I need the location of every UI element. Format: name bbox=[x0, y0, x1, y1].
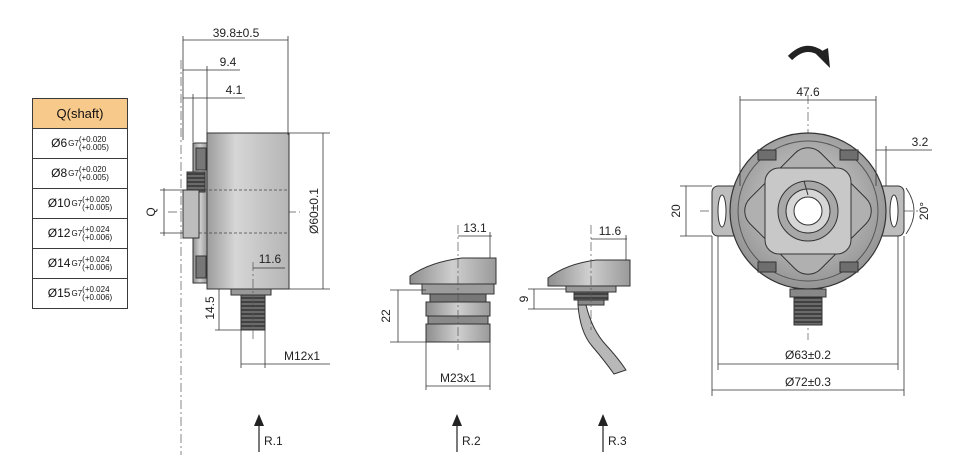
connector-thread bbox=[240, 294, 266, 331]
dim-front-20: 20 bbox=[669, 204, 683, 218]
shaft-row: Ø12G7(+0.024(+0.006) bbox=[32, 218, 128, 249]
dim-side-4-1: 4.1 bbox=[226, 83, 243, 97]
dim-q: Q bbox=[144, 207, 158, 216]
dim-front-72: Ø72±0.3 bbox=[785, 375, 831, 389]
dim-r3-9: 9 bbox=[517, 295, 531, 302]
r2-connector-view bbox=[409, 225, 497, 350]
dim-side-9-4: 9.4 bbox=[220, 55, 237, 69]
dim-front-3-2: 3.2 bbox=[912, 135, 929, 149]
dim-r2-13-1: 13.1 bbox=[463, 221, 487, 235]
cable bbox=[577, 304, 627, 375]
front-dimensions: 47.6 3.2 20 20° Ø63±0.2 Ø72±0.3 bbox=[669, 85, 932, 396]
side-view bbox=[168, 60, 300, 455]
view-arrows: R.1 R.2 R.3 bbox=[254, 414, 627, 452]
dim-r2-22: 22 bbox=[379, 309, 393, 323]
dim-r2-thread: M23x1 bbox=[440, 371, 476, 385]
dim-front-20-deg: 20° bbox=[917, 202, 931, 220]
rotation-arrow-icon bbox=[787, 45, 824, 61]
shaft-size-table: Q(shaft) Ø6G7(+0.020(+0.005) Ø8G7(+0.020… bbox=[32, 98, 128, 309]
dim-r3-11-6: 11.6 bbox=[599, 224, 622, 238]
r3-dimensions: 11.6 9 bbox=[517, 224, 627, 310]
dim-body-dia: Ø60±0.1 bbox=[307, 188, 321, 234]
flange-screw bbox=[195, 255, 207, 279]
view-r2-label: R.2 bbox=[462, 434, 481, 448]
view-r1-label: R.1 bbox=[264, 434, 283, 448]
r2-dimensions: 13.1 22 M23x1 bbox=[379, 221, 492, 390]
shaft-row: Ø6G7(+0.020(+0.005) bbox=[32, 128, 128, 159]
dim-side-length: 39.8±0.5 bbox=[213, 26, 260, 40]
dim-connector-thread: M12x1 bbox=[284, 349, 320, 363]
shaft-row: Ø14G7(+0.024(+0.006) bbox=[32, 248, 128, 279]
connector-base bbox=[230, 288, 272, 296]
view-r3-label: R.3 bbox=[608, 434, 627, 448]
dim-side-11-6: 11.6 bbox=[259, 252, 282, 266]
dim-front-63: Ø63±0.2 bbox=[785, 348, 831, 362]
flange-screw bbox=[195, 147, 207, 171]
shaft-table-header: Q(shaft) bbox=[32, 98, 128, 129]
dim-front-47-6: 47.6 bbox=[796, 85, 820, 99]
clamp-ring bbox=[186, 171, 206, 193]
front-view bbox=[700, 45, 920, 340]
shaft-row: Ø10G7(+0.020(+0.005) bbox=[32, 188, 128, 219]
shaft-row: Ø8G7(+0.020(+0.005) bbox=[32, 158, 128, 189]
side-dimensions: 39.8±0.5 9.4 4.1 Q Ø60±0.1 11.6 14.5 M12… bbox=[144, 26, 330, 368]
dim-side-14-5: 14.5 bbox=[203, 296, 217, 320]
shaft-row: Ø15G7(+0.024(+0.006) bbox=[32, 278, 128, 309]
hollow-shaft bbox=[182, 189, 200, 239]
r3-cable-view bbox=[547, 225, 631, 375]
